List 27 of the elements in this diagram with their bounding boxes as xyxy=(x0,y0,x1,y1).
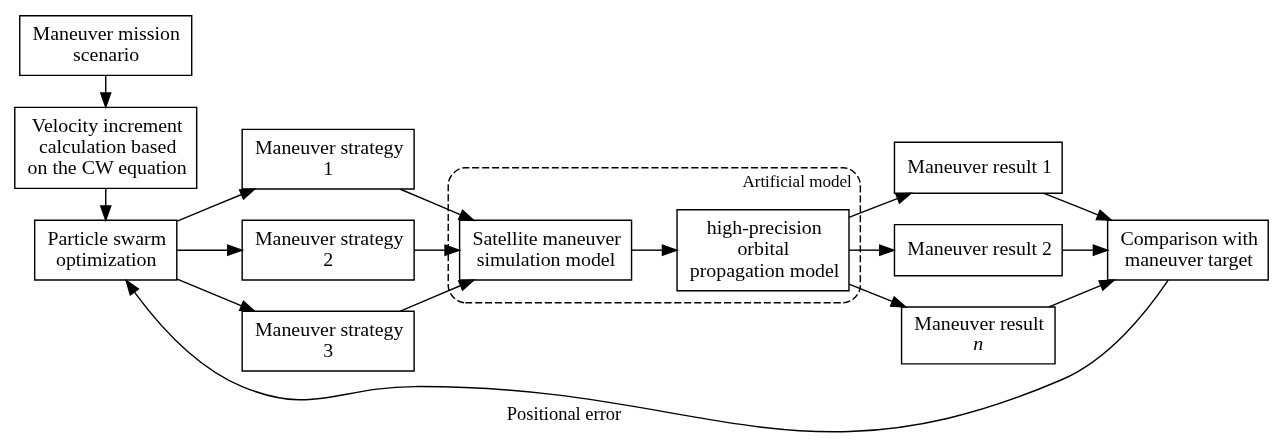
node-box: Maneuver strategy 1 xyxy=(241,128,415,190)
node-box: Maneuver mission scenario xyxy=(19,14,193,76)
arrow xyxy=(848,243,897,256)
node-box: Maneuver strategy 3 xyxy=(241,310,415,372)
arrow xyxy=(631,243,679,256)
node-box: Particle swarm optimization xyxy=(33,219,178,281)
node-box: Comparison with maneuver target xyxy=(1106,219,1269,281)
node-box: Velocity increment calculation based on the CW equation xyxy=(14,106,198,189)
node-box: Satellite maneuver simulation model xyxy=(458,219,633,281)
arrow xyxy=(413,243,462,256)
arrow xyxy=(848,282,908,308)
node-box: high-precision orbital propagation model xyxy=(676,208,850,291)
arrow xyxy=(1061,243,1110,256)
node-box: Maneuver strategy 2 xyxy=(241,219,415,281)
node-box: Maneuver result 2 xyxy=(893,223,1063,276)
edge-label: Positional error xyxy=(506,403,622,424)
node-box: Maneuver result 1 xyxy=(893,140,1063,194)
arrow xyxy=(124,278,1169,432)
arrow xyxy=(176,243,245,256)
arrow xyxy=(1043,192,1114,221)
arrow xyxy=(399,188,476,221)
arrow xyxy=(399,278,476,312)
arrow xyxy=(848,192,913,218)
arrow xyxy=(176,278,257,312)
node-box: Maneuver result n xyxy=(900,305,1056,365)
arrow xyxy=(176,187,257,222)
arrow xyxy=(1048,278,1117,308)
